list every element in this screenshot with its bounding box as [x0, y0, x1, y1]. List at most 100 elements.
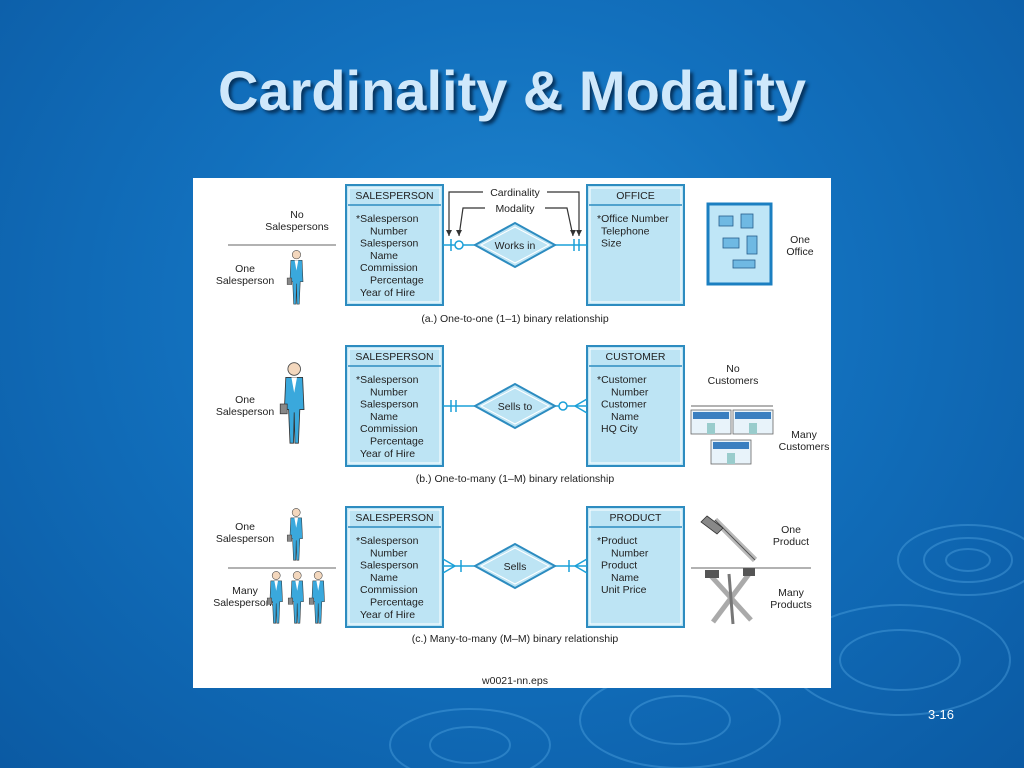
panel-caption: (b.) One-to-many (1–M) binary relationsh… — [416, 473, 615, 485]
relationship-label: Sells to — [498, 401, 533, 413]
entity-attribute: Number — [611, 386, 649, 398]
entity-attribute: Number — [370, 386, 408, 398]
entity-title: SALESPERSON — [355, 512, 433, 524]
label-no-customers: No — [726, 363, 740, 375]
label-many-customers: Customers — [779, 441, 830, 453]
annotation-arrow — [448, 191, 483, 236]
entity-attribute: *Salesperson — [356, 535, 419, 547]
person-body — [311, 580, 325, 624]
figure-file-id: w0021-nn.eps — [481, 675, 548, 687]
entity-attribute: Telephone — [601, 225, 650, 237]
entity-salesperson: SALESPERSON*SalespersonNumberSalesperson… — [345, 345, 444, 467]
entity-inner-border — [348, 509, 441, 625]
person-head — [292, 571, 302, 580]
relationship-label: Sells — [504, 561, 527, 573]
relationship-label: Works in — [495, 240, 536, 252]
relationship-inner — [479, 387, 551, 425]
person-shirt — [295, 580, 299, 591]
entity-attribute: Percentage — [370, 597, 424, 609]
office-floorplan-icon — [706, 202, 773, 286]
entity-attribute: *Customer — [597, 374, 647, 386]
entity-title: PRODUCT — [610, 512, 663, 524]
relationship-shape — [472, 221, 558, 269]
store-door — [707, 423, 715, 434]
storefront-icon — [690, 409, 774, 465]
entity-attribute: Commission — [360, 423, 418, 435]
label-one-product: Product — [773, 536, 809, 548]
entity-attribute: Product — [601, 560, 637, 572]
slide-title: Cardinality & Modality — [217, 59, 807, 122]
relationship-shape — [472, 542, 558, 590]
tool-head — [705, 570, 719, 578]
person-briefcase — [286, 534, 292, 542]
arrow-head — [576, 230, 582, 236]
label-one-office: One — [790, 234, 810, 246]
panel-caption: (c.) Many-to-many (M–M) binary relations… — [412, 633, 619, 645]
person-shirt — [294, 260, 299, 271]
modality-zero-mark — [558, 401, 568, 411]
tools-icon — [705, 568, 755, 625]
er-diagram: SALESPERSON*SalespersonNumberSalesperson… — [213, 184, 830, 687]
entity-attribute: Salesperson — [360, 560, 419, 572]
entity-attribute: Year of Hire — [360, 609, 415, 621]
cardinality-many-mark — [574, 558, 588, 574]
person-briefcase — [266, 597, 272, 605]
person-body — [283, 376, 305, 444]
label-one-salesperson: One — [235, 521, 255, 533]
person-body — [289, 259, 304, 305]
annotation-cardinality: Cardinality — [490, 187, 540, 199]
entity-salesperson: SALESPERSON *SalespersonNumberSalesperson… — [345, 506, 444, 628]
entity-attribute: HQ City — [601, 423, 639, 435]
store-sign — [693, 412, 729, 419]
label-many-salespersons: Many — [232, 585, 258, 597]
panel-caption: (a.) One-to-one (1–1) binary relationshi… — [421, 313, 609, 325]
entity-attribute: Name — [370, 250, 398, 262]
entity-title: CUSTOMER — [606, 351, 666, 363]
entity-attribute: Name — [611, 411, 639, 423]
office-furniture — [746, 235, 758, 255]
label-many-salespersons: Salespersons — [213, 597, 277, 609]
entity-attribute: Size — [601, 238, 622, 250]
entity-title: OFFICE — [616, 190, 655, 202]
relationship-inner — [479, 226, 551, 264]
relationship-diamond: Works in — [472, 221, 558, 269]
label-one-salesperson: Salesperson — [216, 275, 275, 287]
person-briefcase — [287, 597, 293, 605]
salesperson-figure-icon — [286, 508, 303, 561]
person-head — [287, 362, 301, 376]
entity-attribute: *Office Number — [597, 213, 669, 225]
entity-title: SALESPERSON — [355, 351, 433, 363]
arrow-head — [446, 230, 452, 236]
label-one-product: One — [781, 524, 801, 536]
tool-head — [743, 568, 755, 576]
entity-attribute: Commission — [360, 584, 418, 596]
person-briefcase — [279, 403, 288, 415]
person-briefcase — [308, 597, 314, 605]
entity-inner-border — [589, 509, 682, 625]
salesperson-figure-icon — [308, 571, 325, 624]
office-wall — [706, 202, 773, 286]
hammer-head — [700, 515, 724, 535]
entity-attribute: Percentage — [370, 436, 424, 448]
cardinality-many-mark — [574, 398, 588, 414]
label-one-office: Office — [786, 246, 813, 258]
label-many-products: Many — [778, 587, 804, 599]
salesperson-figure-icon — [279, 362, 305, 444]
person-body — [269, 580, 283, 624]
annotation-modality: Modality — [495, 203, 535, 215]
store-door — [749, 423, 757, 434]
label-no-customers: Customers — [708, 375, 759, 387]
salesperson-figure-icon — [286, 250, 304, 305]
entity-attribute: Number — [370, 547, 408, 559]
label-many-customers: Many — [791, 429, 817, 441]
entity-salesperson: SALESPERSON*SalespersonNumberSalesperson… — [345, 184, 444, 306]
salesperson-figure-icon — [287, 571, 304, 624]
entity-attribute: Year of Hire — [360, 287, 415, 299]
label-no-salespersons: Salespersons — [265, 221, 329, 233]
annotation-arrow — [458, 207, 485, 237]
relationship-diamond: Sells to — [472, 382, 558, 430]
store-sign — [735, 412, 771, 419]
